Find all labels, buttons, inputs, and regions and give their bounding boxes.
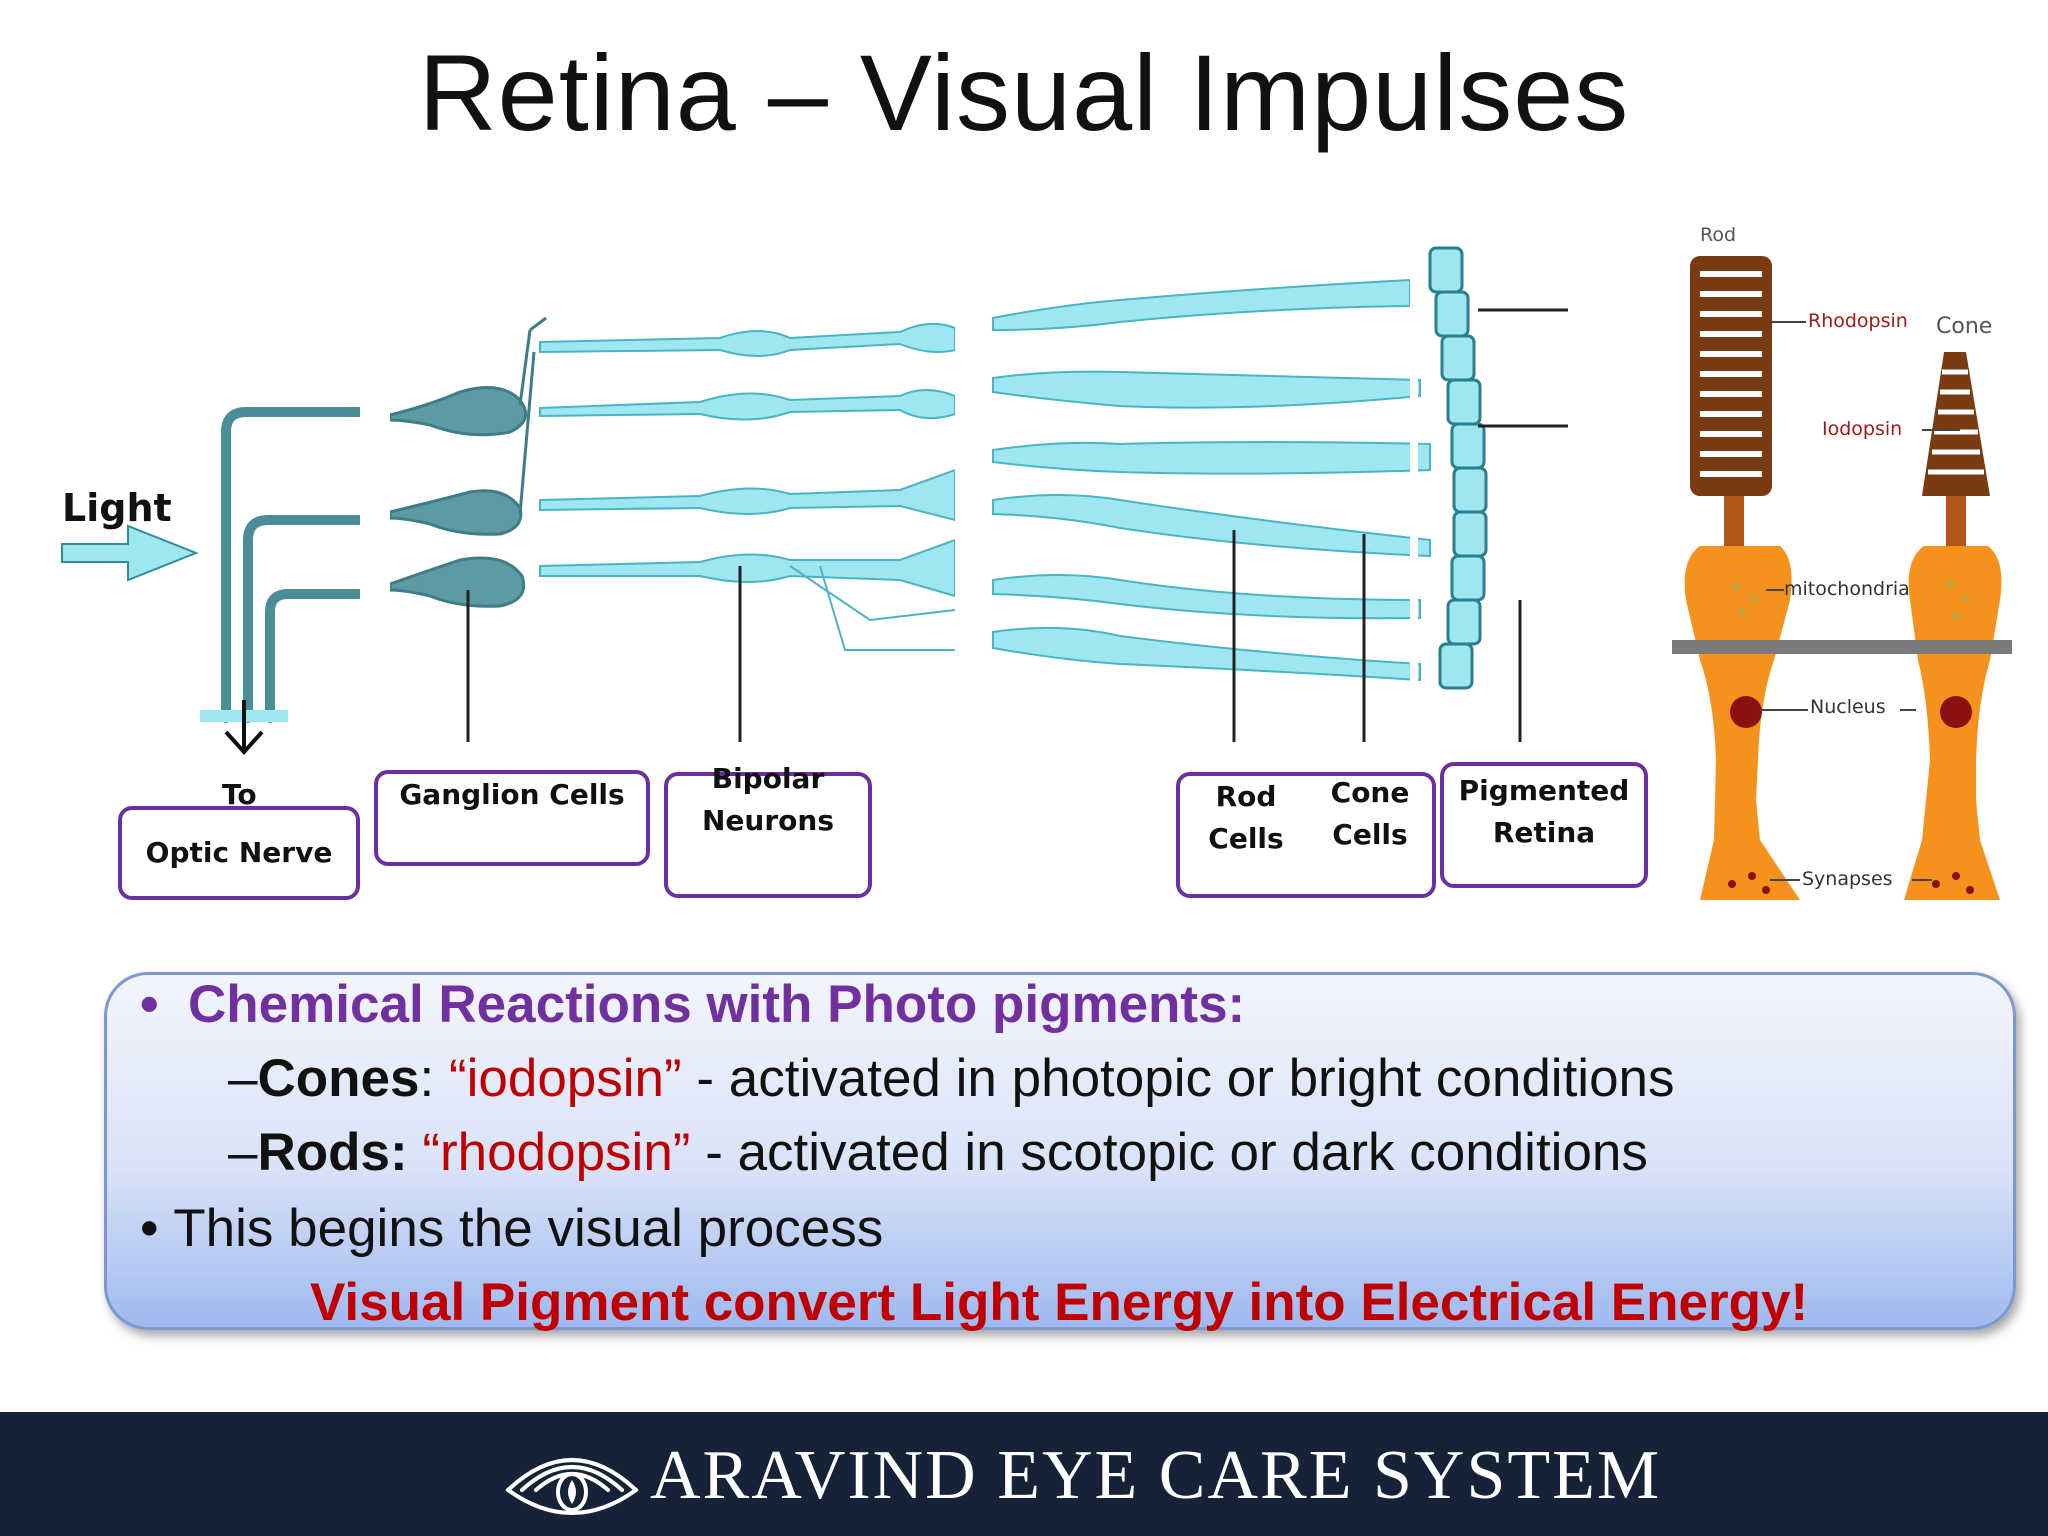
bullet-visual-process: • This begins the visual process: [140, 1198, 883, 1259]
ganglion-label-box: Ganglion Cells: [374, 770, 650, 866]
rod-cone-cells: [992, 278, 1431, 682]
bipolar-neurons: [539, 322, 956, 651]
pigmented-retina-cells: [1428, 246, 1488, 690]
footer-brand: ARAVIND EYE CARE SYSTEM: [650, 1437, 1662, 1514]
highlight-line: Visual Pigment convert Light Energy into…: [310, 1272, 1808, 1333]
cones-colon: :: [419, 1049, 435, 1108]
bipolar-label-line1: Bipolar: [711, 762, 825, 795]
optic-nerve-fibers: [221, 407, 365, 723]
nucleus-label: Nucleus: [1810, 696, 1886, 718]
rods-line: –Rods: “rhodopsin” - activated in scotop…: [228, 1122, 1648, 1183]
pigmented-label-line1: Pigmented: [1458, 774, 1630, 807]
bipolar-label-line2: Neurons: [701, 804, 834, 837]
to-label: To: [222, 778, 257, 811]
cone-cells-label-line2: Cells: [1332, 818, 1408, 851]
visual-process-text: This begins the visual process: [173, 1199, 884, 1258]
rods-dash: –: [228, 1123, 258, 1182]
cone-cells-label-line1: Cone: [1330, 776, 1410, 809]
rod-cells-label-line2: Cells: [1208, 822, 1284, 855]
synapses-label: Synapses: [1802, 868, 1893, 890]
light-arrow-icon: [61, 524, 199, 582]
chemical-reactions-heading: Chemical Reactions with Photo pigments:: [188, 975, 1246, 1034]
pointer-lines: [466, 308, 1568, 742]
retina-diagram: [61, 246, 2012, 900]
bullet-icon: •: [140, 975, 189, 1034]
rod-cone-figure: [1672, 256, 2012, 900]
cones-description: - activated in photopic or bright condit…: [696, 1049, 1675, 1108]
ganglion-cells: [388, 316, 547, 608]
light-label: Light: [62, 486, 172, 530]
cones-line: –Cones: “iodopsin” - activated in photop…: [228, 1048, 1675, 1109]
cones-dash: –: [228, 1049, 258, 1108]
info-box: [104, 972, 2016, 1330]
bipolar-label-box: Bipolar Neurons: [664, 762, 872, 898]
rod-cone-label-box: Rod Cells Cone Cells: [1176, 772, 1436, 898]
ganglion-label: Ganglion Cells: [399, 778, 625, 811]
rhodopsin-term: “rhodopsin”: [422, 1123, 691, 1182]
slide-title: Retina – Visual Impulses: [418, 32, 1630, 153]
pigmented-retina-label-box: Pigmented Retina: [1440, 762, 1648, 888]
mitochondria-label: mitochondria: [1784, 578, 1910, 600]
optic-nerve-label: Optic Nerve: [145, 836, 333, 869]
cone-nucleus: [1940, 696, 1972, 728]
cone-figure-label: Cone: [1936, 314, 1993, 339]
eye-logo-icon: [506, 1458, 638, 1515]
down-arrow-icon: [224, 700, 264, 755]
bullet-icon: •: [140, 1199, 174, 1258]
rod-nucleus: [1730, 696, 1762, 728]
rod-cells-label-line1: Rod: [1215, 780, 1277, 813]
cones-label: Cones: [257, 1049, 420, 1108]
rods-label: Rods:: [257, 1123, 408, 1182]
rods-description: - activated in scotopic or dark conditio…: [705, 1123, 1648, 1182]
iodopsin-label: Iodopsin: [1822, 418, 1903, 440]
cone-outer-segment: [1922, 352, 1990, 496]
energy-conversion-text: Visual Pigment convert Light Energy into…: [310, 1273, 1809, 1332]
rod-figure-label: Rod: [1700, 224, 1737, 246]
footer-bar: [0, 1412, 2048, 1536]
rhodopsin-label: Rhodopsin: [1808, 310, 1908, 332]
iodopsin-term: “iodopsin”: [448, 1049, 682, 1108]
bullet-chemical-reactions: • Chemical Reactions with Photo pigments…: [140, 974, 1245, 1035]
optic-nerve-label-box: Optic Nerve: [118, 806, 360, 900]
pigmented-label-line2: Retina: [1492, 816, 1596, 849]
